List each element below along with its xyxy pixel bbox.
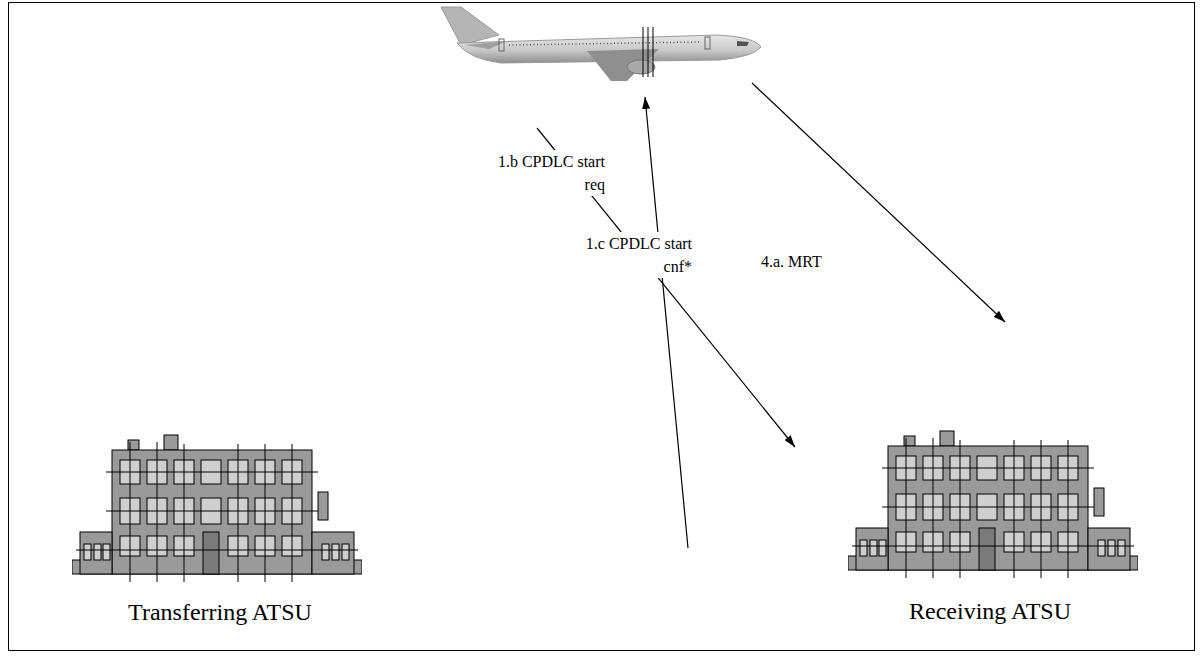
building-illustration xyxy=(848,431,1138,578)
message-label: 1.c CPDLC start cnf* xyxy=(577,232,695,278)
message-arrow xyxy=(752,83,1005,322)
message-label: 4.a. MRT xyxy=(758,250,825,273)
atsu-building: Receiving ATSU xyxy=(840,425,1140,640)
airplane-node xyxy=(437,5,762,85)
message-arrow xyxy=(645,97,688,548)
crosshair-lines xyxy=(643,27,653,77)
building-name: Receiving ATSU xyxy=(909,598,1071,624)
message-label: 1.b CPDLC start req xyxy=(494,150,608,196)
cockpit xyxy=(737,41,749,46)
stabilizer xyxy=(465,41,507,49)
door xyxy=(499,39,504,51)
building-name: Transferring ATSU xyxy=(128,599,312,625)
frame-border xyxy=(9,3,1195,651)
windows xyxy=(509,42,699,45)
tail-fin xyxy=(441,7,499,45)
engine xyxy=(627,60,655,74)
building-illustration xyxy=(72,435,362,582)
airplane-illustration xyxy=(441,7,761,81)
atsu-building: Transferring ATSU xyxy=(70,430,370,645)
message-arrow xyxy=(537,128,795,447)
node-label: Receiving ATSU xyxy=(840,597,1140,625)
node-label: Transferring ATSU xyxy=(70,598,370,626)
door xyxy=(705,37,710,49)
